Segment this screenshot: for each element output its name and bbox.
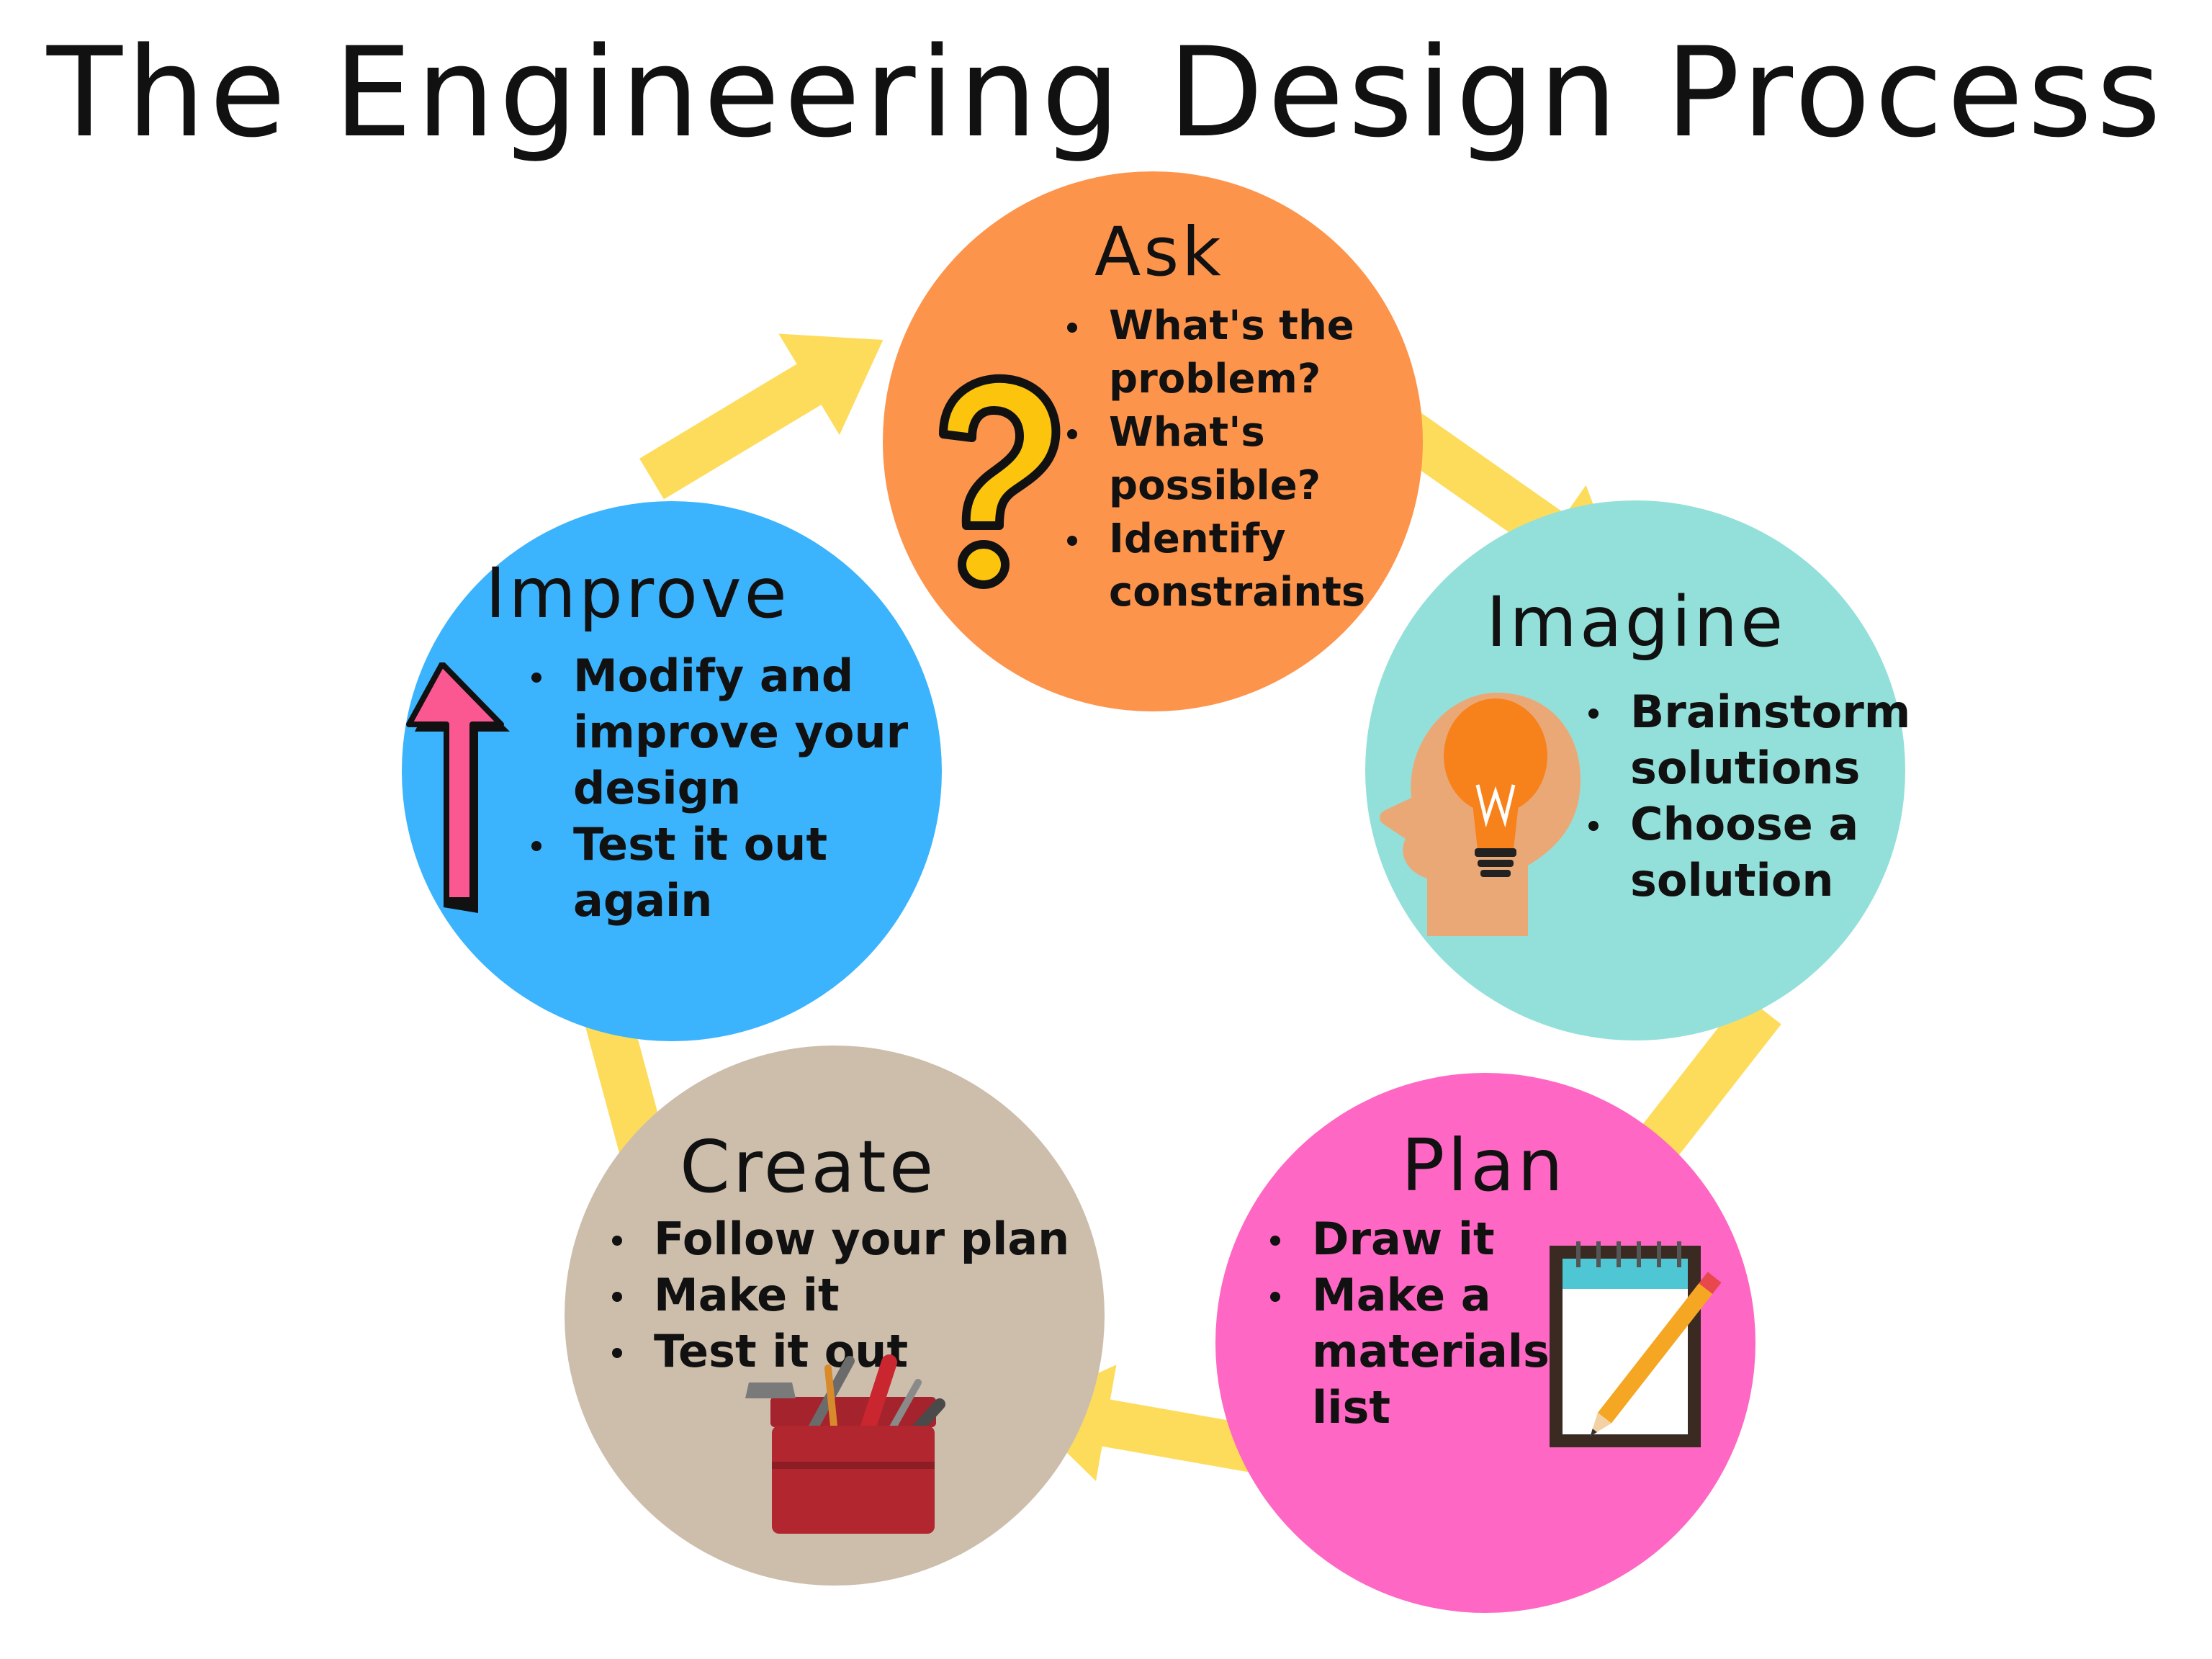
improve-bullet: Test it out again	[529, 817, 917, 929]
improve-step-circle	[402, 501, 942, 1041]
imagine-bullet: Brainstorm solutions	[1586, 684, 1910, 796]
toolbox-icon	[745, 1354, 945, 1534]
up-arrow-icon	[406, 662, 510, 913]
ask-bullet: Identify constraints	[1064, 513, 1403, 619]
create-bullet: Follow your plan	[609, 1211, 1084, 1267]
notepad-pencil-icon	[1550, 1241, 1722, 1447]
create-bullets: Follow your plan Make it Test it out	[609, 1211, 1084, 1380]
create-bullet: Make it	[609, 1267, 1084, 1323]
ask-bullets: What's the problem? What's possible? Ide…	[1064, 300, 1403, 619]
ask-heading: Ask	[1094, 213, 1224, 292]
ask-bullet: What's the problem?	[1064, 300, 1403, 406]
diagram-title: The Engineering Design Process	[46, 20, 2166, 165]
question-mark-icon	[939, 374, 1061, 589]
plan-bullet: Make a materials list	[1267, 1267, 1570, 1436]
create-heading: Create	[680, 1125, 937, 1209]
plan-bullets: Draw it Make a materials list	[1267, 1211, 1570, 1436]
improve-bullets: Modify and improve your design Test it o…	[529, 648, 917, 929]
plan-bullet: Draw it	[1267, 1211, 1570, 1267]
arrow-improve-to-ask	[639, 333, 884, 500]
imagine-bullets: Brainstorm solutions Choose a solution	[1586, 684, 1910, 909]
improve-bullet: Modify and improve your design	[529, 648, 917, 817]
arrow-shape	[639, 333, 884, 500]
ask-bullet: What's possible?	[1064, 406, 1403, 513]
plan-heading: Plan	[1401, 1123, 1566, 1208]
head-lightbulb-icon	[1380, 692, 1581, 936]
create-bullet: Test it out	[609, 1323, 1084, 1380]
improve-heading: Improve	[485, 553, 790, 634]
imagine-bullet: Choose a solution	[1586, 796, 1902, 909]
imagine-heading: Imagine	[1486, 582, 1786, 662]
